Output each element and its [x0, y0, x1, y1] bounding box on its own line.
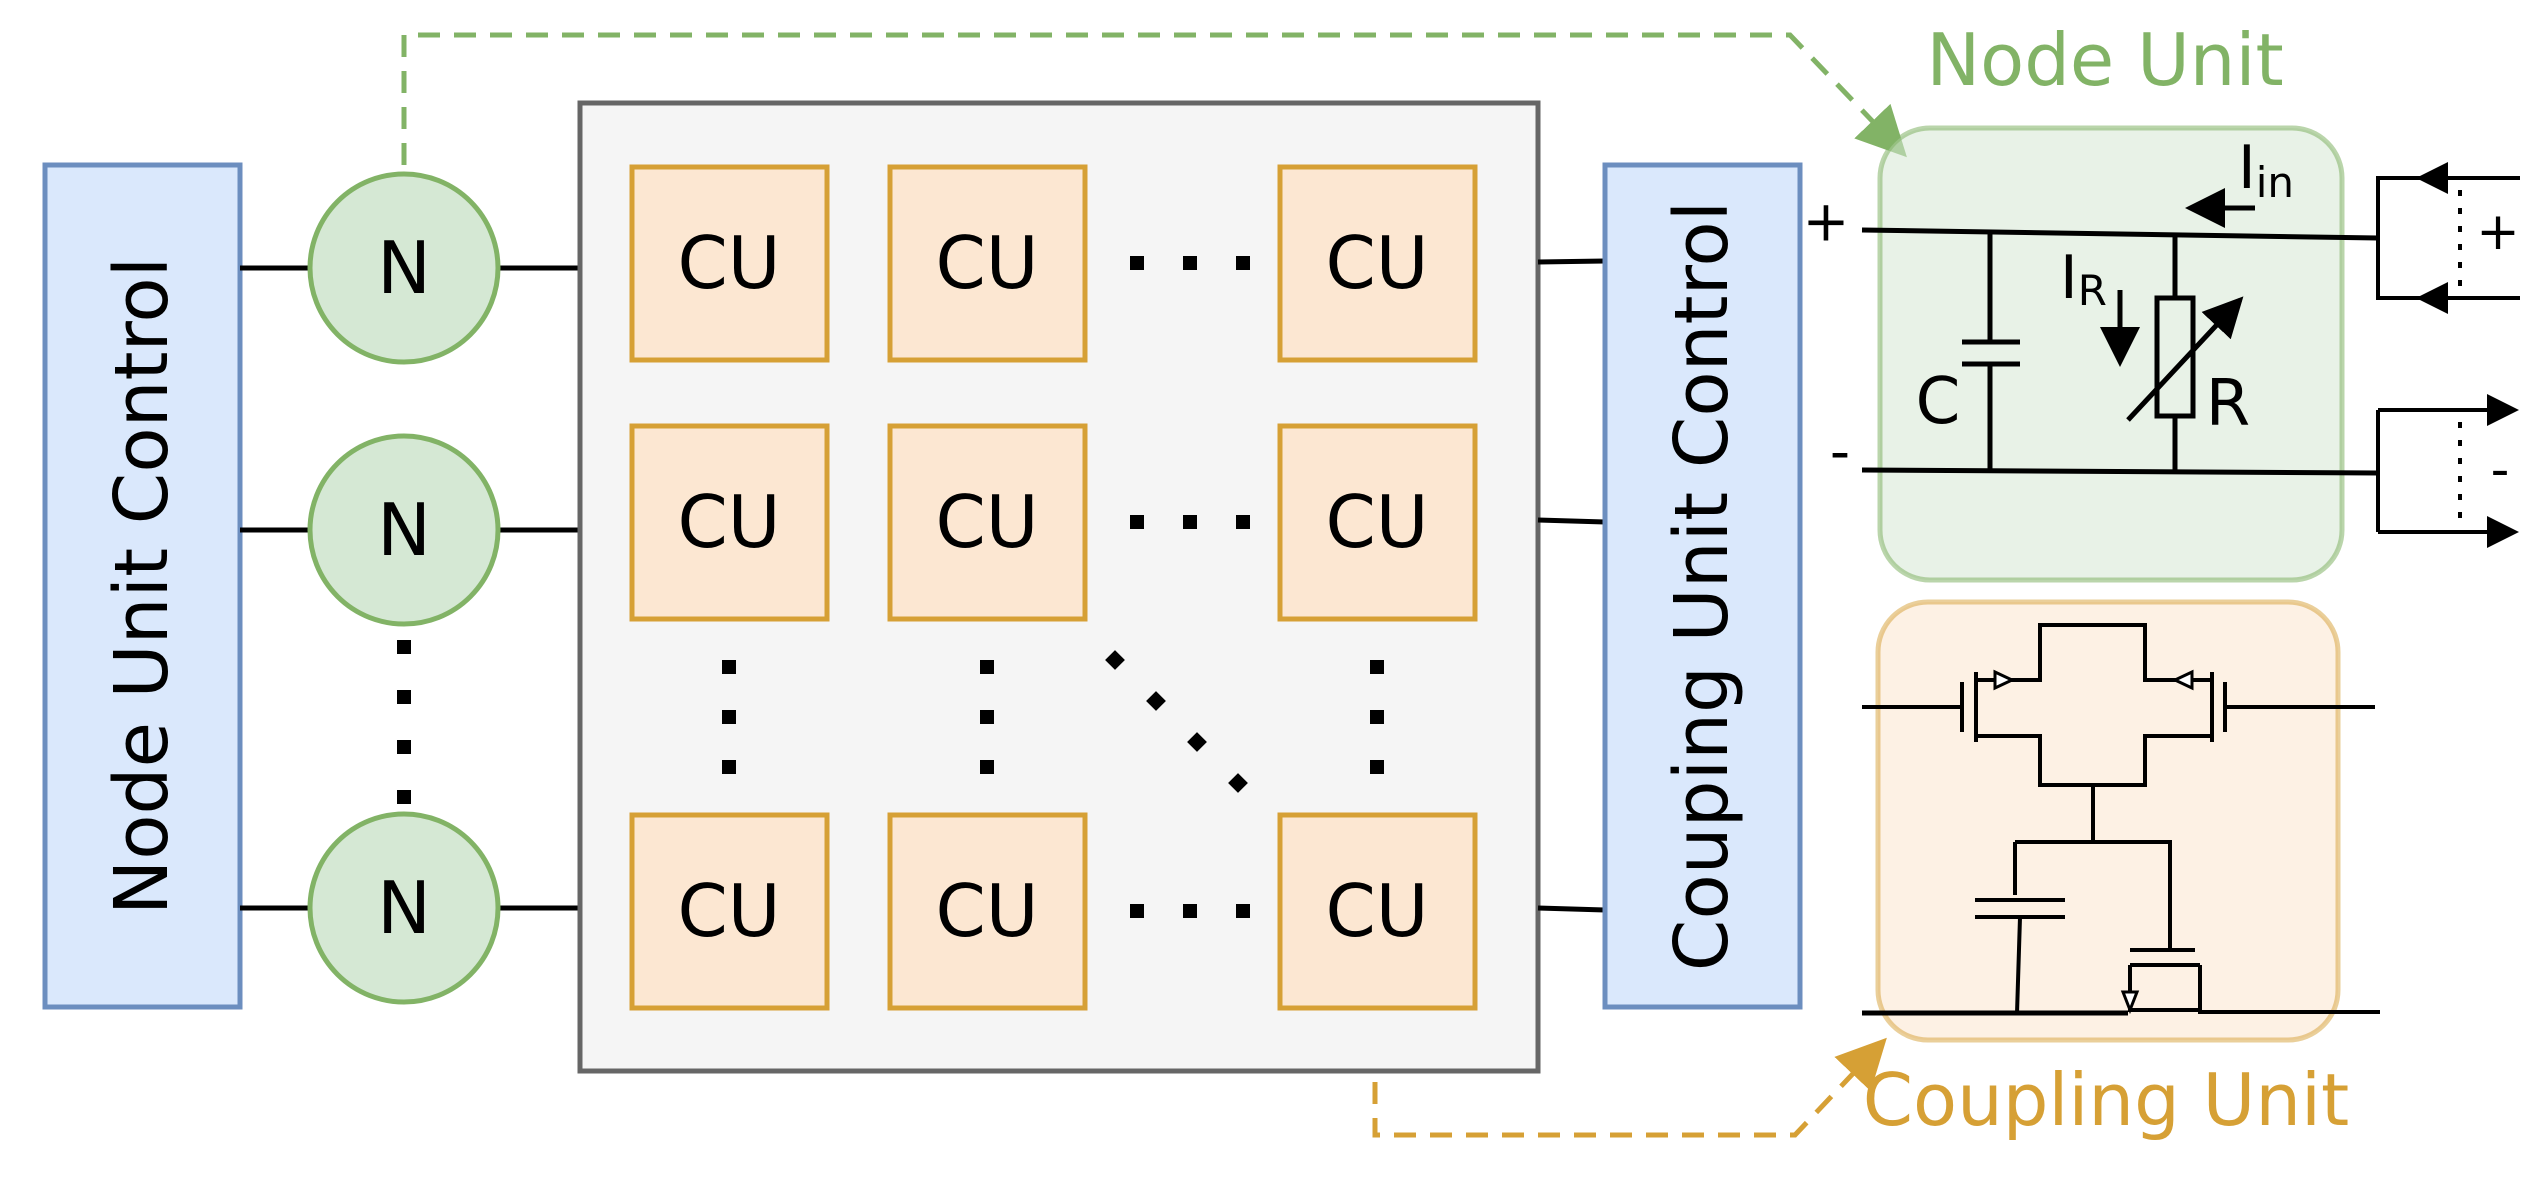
- cu-r1-c2-label: CU: [936, 221, 1039, 305]
- cu-diagonal-ellipsis: [1105, 650, 1248, 793]
- current-in-subscript: in: [2256, 158, 2294, 207]
- wire-array-cuc-2: [1537, 517, 1606, 525]
- current-r-label: IR: [2060, 243, 2107, 315]
- coupling-unit-control-label: Couping Unit Control: [1659, 201, 1745, 971]
- node-unit-output-ports: [2376, 162, 2520, 548]
- cu-r3-c1: [629, 812, 830, 1011]
- cu-r3-c3-label: CU: [1326, 869, 1429, 953]
- cu-r1-c1-label: CU: [678, 221, 781, 305]
- wire-array-cuc-3: [1537, 905, 1606, 913]
- current-in-label: Iin: [2238, 133, 2294, 207]
- node-1: [307, 171, 501, 365]
- coupling-unit-title: Coupling Unit: [1863, 1058, 2349, 1142]
- node-unit-title: Node Unit: [1926, 18, 2283, 102]
- wire-array-cuc-1: [1537, 258, 1606, 265]
- node-detail-connector: [401, 32, 1907, 165]
- node-unit-minus-label: -: [1830, 420, 1850, 485]
- variable-resistor-symbol: [2126, 236, 2244, 472]
- port-minus-label: -: [2491, 440, 2510, 500]
- coupling-unit-box: [1875, 599, 2341, 1043]
- coupling-unit-circuit: [1862, 623, 2380, 1016]
- node-3: [307, 811, 501, 1005]
- cu-r2-c1: [629, 423, 830, 622]
- cu-r2-c1-label: CU: [678, 480, 781, 564]
- resistor-label: R: [2206, 367, 2250, 441]
- coupling-detail-connector: [1372, 1010, 1887, 1138]
- cu-row-ellipsis: [1130, 256, 1250, 918]
- capacitor-symbol: [1962, 233, 2020, 471]
- node-2-label: N: [377, 488, 431, 572]
- node-unit-control-box: [42, 162, 243, 1010]
- current-r-symbol: I: [2060, 243, 2078, 313]
- cu-r3-c1-label: CU: [678, 869, 781, 953]
- capacitor-label: C: [1916, 365, 1961, 439]
- cu-r1-c3-label: CU: [1326, 221, 1429, 305]
- coupling-unit-control-box: [1602, 162, 1803, 1010]
- cu-r1-c1: [629, 164, 830, 363]
- cu-r3-c2-label: CU: [936, 869, 1039, 953]
- cu-r2-c3-label: CU: [1326, 480, 1429, 564]
- node-unit-plus-label: +: [1803, 190, 1850, 255]
- node-unit-plus-rail: [1861, 227, 2379, 241]
- node-unit-minus-rail: [1861, 467, 2379, 476]
- cu-r1-c3: [1277, 164, 1478, 363]
- node-unit-control-label: Node Unit Control: [99, 257, 185, 915]
- node-1-label: N: [377, 226, 431, 310]
- cu-r2-c2-label: CU: [936, 480, 1039, 564]
- cu-r3-c3: [1277, 812, 1478, 1011]
- node-ellipsis: [397, 640, 411, 804]
- cu-r2-c2: [887, 423, 1088, 622]
- cu-grid: CU CU CU CU CU CU CU CU CU: [629, 164, 1478, 1011]
- cu-r3-c2: [887, 812, 1088, 1011]
- current-in-symbol: I: [2238, 133, 2256, 203]
- cu-r2-c3: [1277, 423, 1478, 622]
- cu-r1-c2: [887, 164, 1088, 363]
- node-3-label: N: [377, 866, 431, 950]
- cu-column-ellipsis: [722, 660, 1384, 774]
- current-r-subscript: R: [2078, 266, 2107, 315]
- port-plus-label: +: [2476, 202, 2520, 262]
- node-2: [307, 433, 501, 627]
